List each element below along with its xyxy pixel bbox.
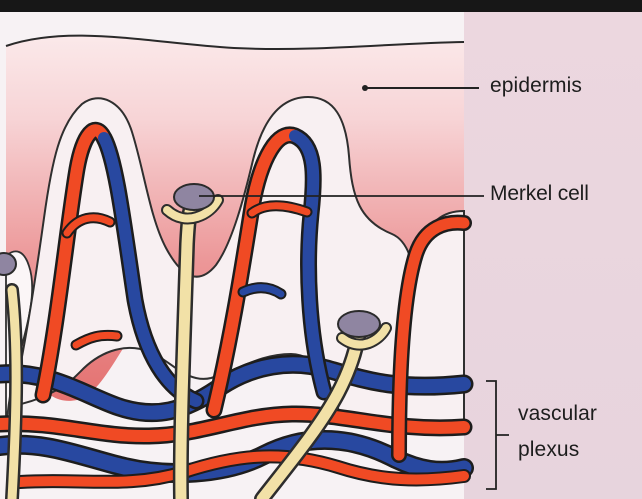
plexus-label: plexus (518, 438, 579, 462)
merkel-cell-middle (174, 184, 214, 210)
merkel-cell-label: Merkel cell (490, 182, 589, 206)
epidermis-leader-dot (362, 85, 368, 91)
merkel-cell-right (338, 311, 380, 337)
epidermis-label: epidermis (490, 74, 582, 98)
left-edge-nerve-fiber (12, 290, 16, 499)
merkel-cell-left-partial (0, 253, 16, 275)
top-border-bar (0, 0, 642, 12)
vascular-label: vascular (518, 402, 597, 426)
